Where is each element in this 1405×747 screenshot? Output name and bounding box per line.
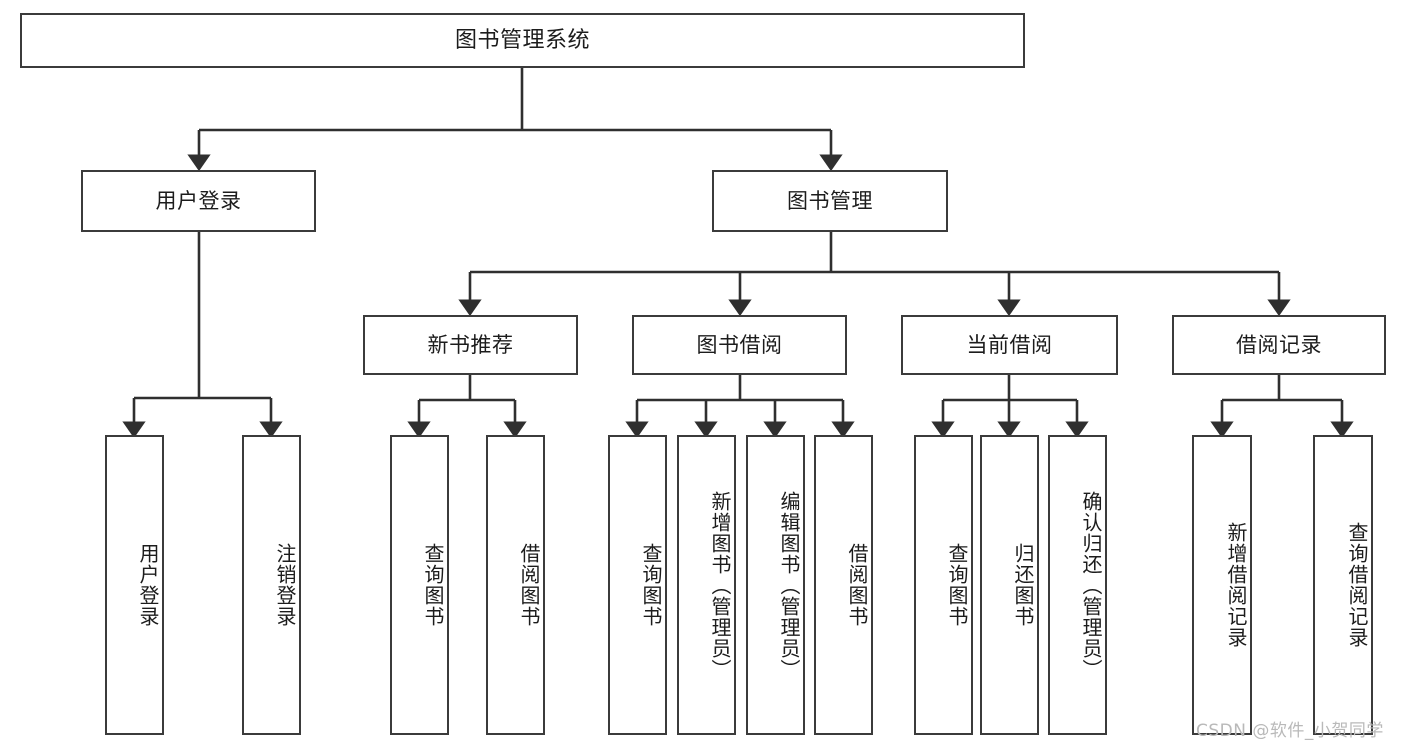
node-label: 新增图书（管理员） xyxy=(708,490,732,680)
node-label: 注销登录 xyxy=(273,543,297,627)
watermark: CSDN @软件_小贺同学 xyxy=(1196,721,1384,741)
node-label: 借阅记录 xyxy=(1236,332,1322,357)
node-label: 用户登录 xyxy=(136,543,160,627)
leaf-new-book-borrow[interactable]: 借阅图书 xyxy=(486,435,545,735)
node-user-login[interactable]: 用户登录 xyxy=(81,170,316,232)
leaf-borrow-record-add[interactable]: 新增借阅记录 xyxy=(1192,435,1252,735)
leaf-borrow-record-query[interactable]: 查询借阅记录 xyxy=(1313,435,1373,735)
node-label: 编辑图书（管理员） xyxy=(777,490,801,680)
leaf-book-borrow-borrow[interactable]: 借阅图书 xyxy=(814,435,873,735)
node-label: 图书管理 xyxy=(787,188,873,213)
node-book-management[interactable]: 图书管理 xyxy=(712,170,948,232)
node-current-borrow[interactable]: 当前借阅 xyxy=(901,315,1118,375)
leaf-current-borrow-query[interactable]: 查询图书 xyxy=(914,435,973,735)
node-new-book-recommend[interactable]: 新书推荐 xyxy=(363,315,578,375)
node-label: 借阅图书 xyxy=(845,543,869,627)
leaf-current-borrow-confirm-return[interactable]: 确认归还（管理员） xyxy=(1048,435,1107,735)
node-book-borrow[interactable]: 图书借阅 xyxy=(632,315,847,375)
node-label: 确认归还（管理员） xyxy=(1079,490,1103,680)
node-borrow-record[interactable]: 借阅记录 xyxy=(1172,315,1386,375)
node-label: 图书管理系统 xyxy=(454,27,590,53)
node-label: 借阅图书 xyxy=(517,543,541,627)
node-label: 归还图书 xyxy=(1011,543,1035,627)
node-label: 查询图书 xyxy=(945,543,969,627)
node-label: 用户登录 xyxy=(155,188,242,213)
node-label: 新增借阅记录 xyxy=(1224,522,1248,648)
node-label: 新书推荐 xyxy=(427,332,514,357)
node-label: 图书借阅 xyxy=(696,332,783,357)
leaf-book-borrow-edit[interactable]: 编辑图书（管理员） xyxy=(746,435,805,735)
leaf-new-book-query[interactable]: 查询图书 xyxy=(390,435,449,735)
node-label: 查询图书 xyxy=(639,543,663,627)
leaf-book-borrow-add[interactable]: 新增图书（管理员） xyxy=(677,435,736,735)
node-root-system[interactable]: 图书管理系统 xyxy=(20,13,1025,68)
leaf-user-login-login[interactable]: 用户登录 xyxy=(105,435,164,735)
node-label: 查询借阅记录 xyxy=(1345,522,1369,648)
leaf-book-borrow-query[interactable]: 查询图书 xyxy=(608,435,667,735)
node-label: 当前借阅 xyxy=(966,332,1053,357)
leaf-current-borrow-return[interactable]: 归还图书 xyxy=(980,435,1039,735)
node-label: 查询图书 xyxy=(421,543,445,627)
leaf-user-login-logout[interactable]: 注销登录 xyxy=(242,435,301,735)
